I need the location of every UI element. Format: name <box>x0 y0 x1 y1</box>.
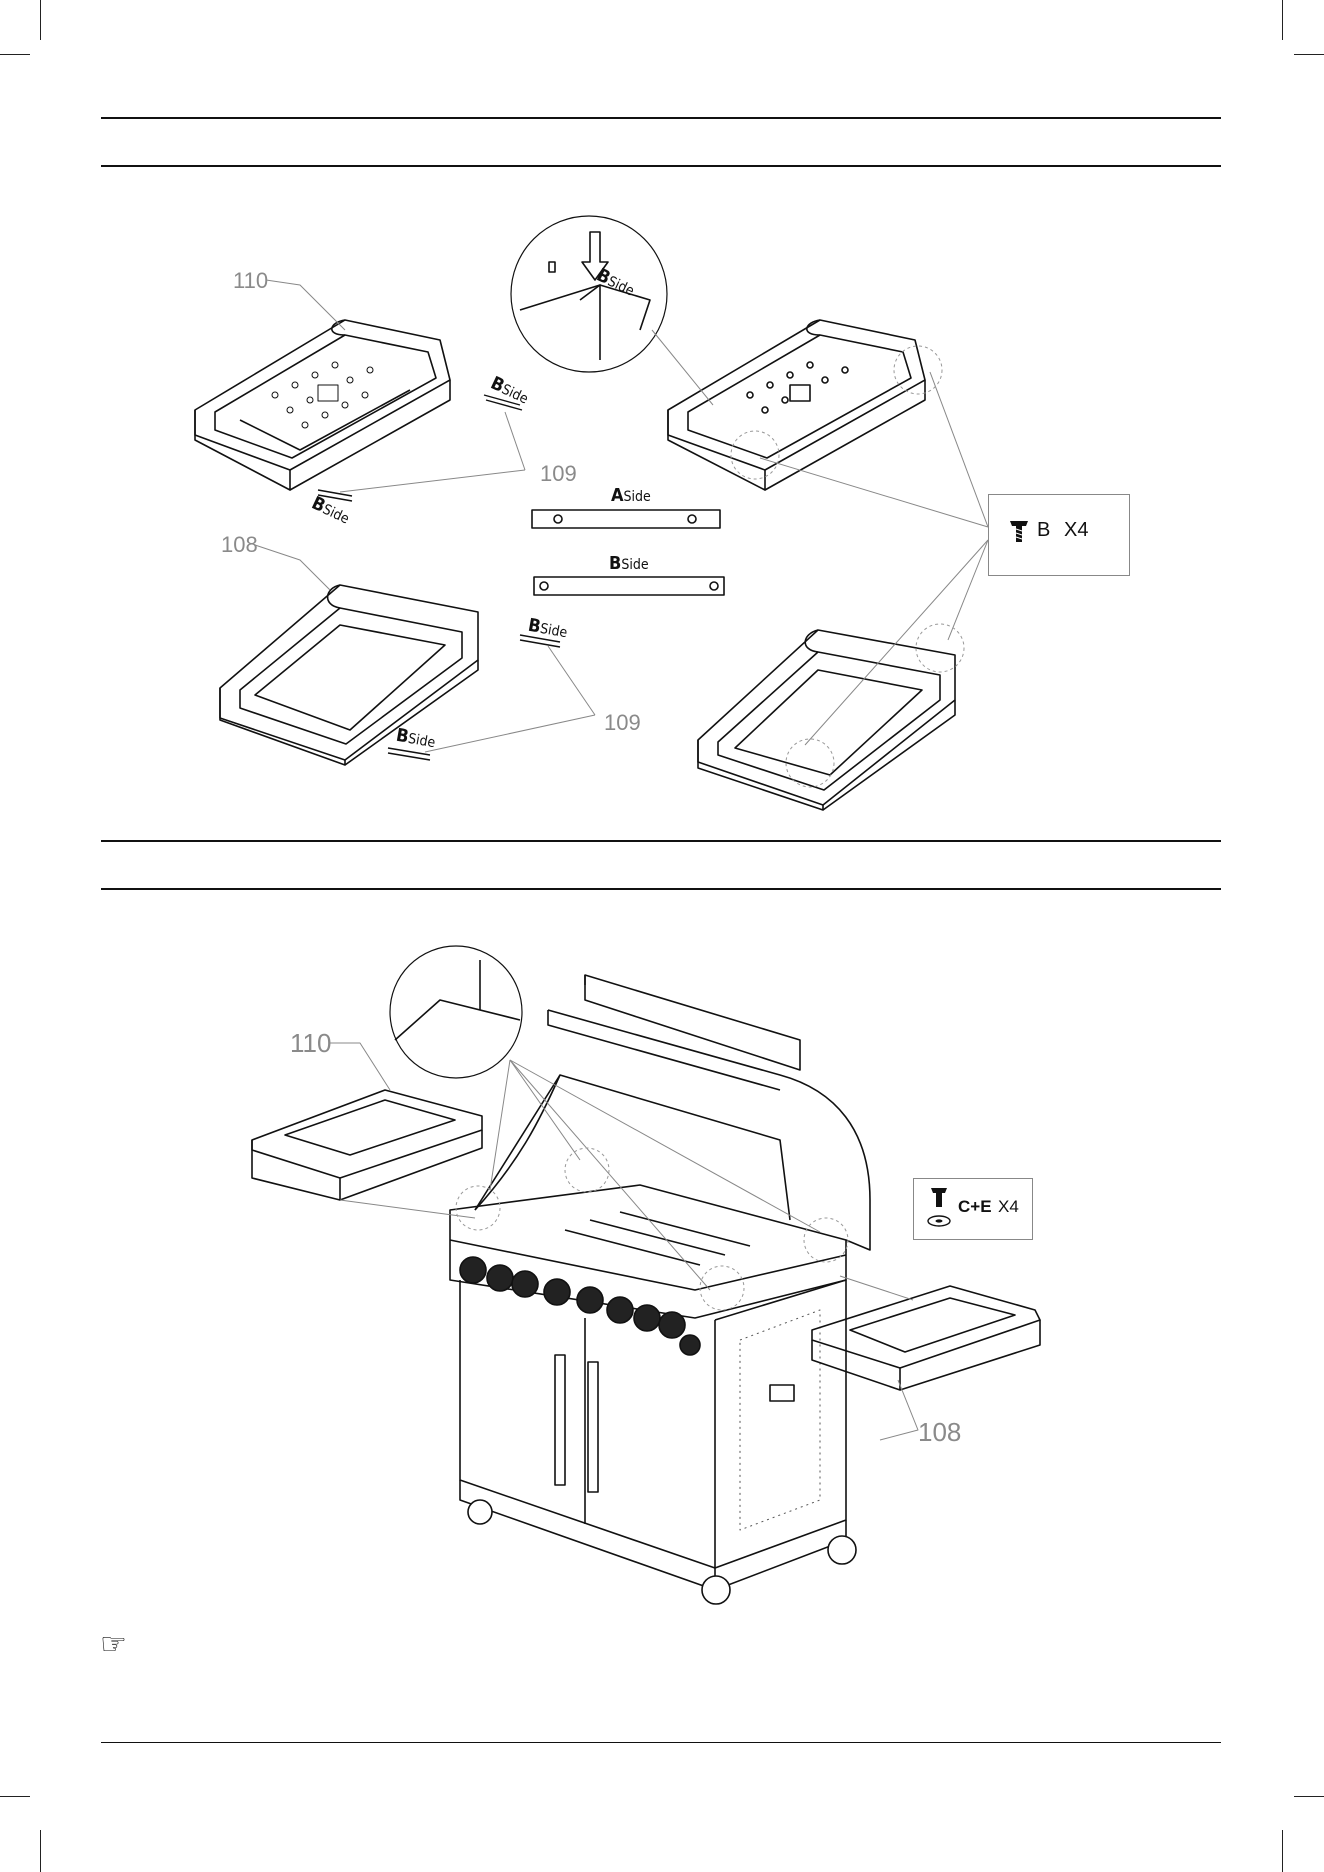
b-side-label-bar: BSide <box>609 553 649 574</box>
part-label-108-step2: 108 <box>918 1417 961 1448</box>
side-shelf-108-step2-drawing <box>812 1286 1040 1390</box>
pointing-hand-icon: ☞ <box>100 1630 127 1660</box>
screw-callout-box: B X4 <box>988 494 1130 576</box>
screw-callout-count: X4 <box>1064 519 1088 542</box>
crop-mark <box>1294 1796 1324 1797</box>
screw-washer-callout-box: C+E X4 <box>913 1178 1033 1240</box>
side-shelf-110-drawing <box>195 320 450 490</box>
part-label-109-lower: 109 <box>604 710 641 736</box>
screw-callout-letter: B <box>1037 519 1050 542</box>
assembled-shelf-108-drawing <box>698 630 955 810</box>
screw-washer-callout-letters: C+E <box>958 1197 992 1217</box>
b-side-bar <box>534 577 724 595</box>
grill-body-drawing <box>450 975 870 1590</box>
step1-illustration <box>0 0 1324 840</box>
crop-mark <box>1282 1830 1283 1872</box>
perforated-side-panel <box>740 1310 820 1530</box>
part-label-110-step2: 110 <box>290 1028 331 1059</box>
part-label-109: 109 <box>540 461 577 487</box>
screw-washer-callout-count: X4 <box>998 1197 1019 1217</box>
side-shelf-110-step2-drawing <box>252 1090 482 1200</box>
side-shelf-108-drawing <box>220 585 478 765</box>
screw-icon <box>1007 517 1031 545</box>
wheels <box>468 1500 856 1604</box>
part-label-110: 110 <box>233 268 268 294</box>
assembled-shelf-110-drawing <box>668 320 925 490</box>
screw-washer-icon <box>926 1185 952 1231</box>
crop-mark <box>0 1796 30 1797</box>
footer-rule <box>101 1742 1221 1743</box>
control-knobs <box>460 1257 700 1355</box>
step2-header-top-rule <box>101 840 1221 842</box>
part-label-108: 108 <box>221 532 258 558</box>
step2-header-bottom-rule <box>101 888 1221 890</box>
crop-mark <box>40 1830 41 1872</box>
a-side-label: ASide <box>611 485 651 506</box>
bracket-109-drawing <box>318 395 560 760</box>
a-side-bar <box>532 510 720 528</box>
